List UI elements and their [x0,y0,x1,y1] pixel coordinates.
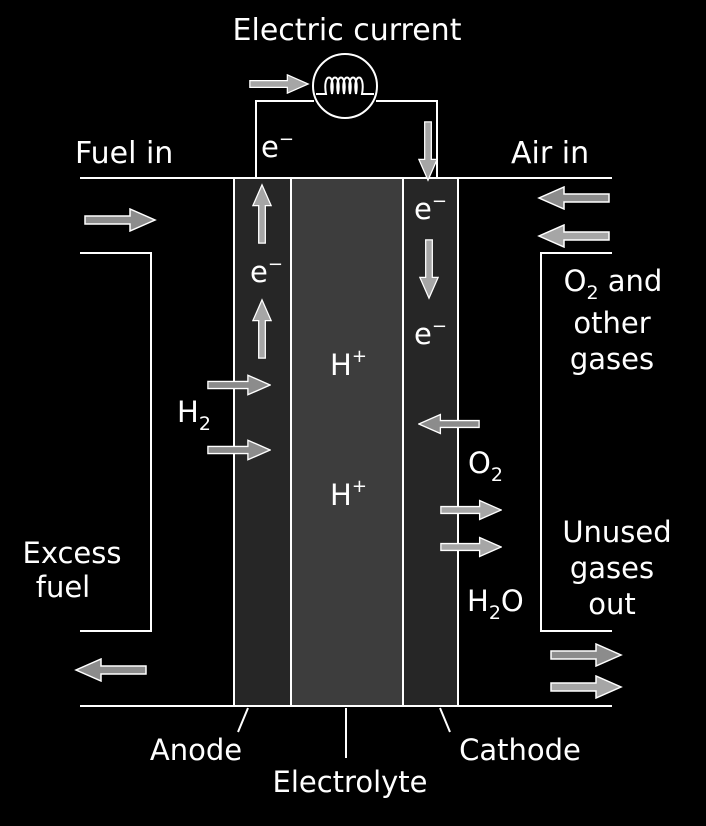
gases-out-arrow-2 [550,675,622,699]
air-in-arrow-1 [538,186,610,210]
h2o-label: H2O [467,584,524,624]
air-in-arrow-2 [538,224,610,248]
proton-label-1: H+ [330,346,367,382]
gases-out-arrow-1 [550,643,622,667]
cathode-leader [439,707,451,733]
excess-label: Excess [23,536,122,570]
circuit-wire-left [255,100,314,178]
fuel-in-arrow [84,208,156,232]
circuit-wire-right [376,100,438,178]
excess-fuel-arrow [75,658,147,682]
electron-label-cathode-2: e− [414,316,447,351]
electron-label-cathode-1: e− [414,191,447,226]
electron-label-anode: e− [250,254,283,289]
air-in-label: Air in [511,136,589,171]
o2-label: O2 [468,446,503,486]
unused-label: Unused [562,515,671,549]
anode-leader [237,707,249,733]
fuel-channel-wall [80,252,152,632]
proton-label-2: H+ [330,476,367,512]
lamp-icon [312,53,378,119]
h2-label: H2 [177,395,211,435]
electrolyte-layer [290,177,404,707]
fuel-in-label: Fuel in [75,136,173,171]
electron-label-top: e− [261,129,294,164]
other-label: other [573,306,650,340]
anode-label: Anode [150,733,242,767]
out-label: out [588,587,636,621]
fuel-label: fuel [36,570,91,604]
electric-current-label: Electric current [233,13,462,48]
cathode-label: Cathode [459,733,581,767]
o2-and-label: O2 and [564,264,663,304]
air-channel-wall [540,252,612,632]
anode-layer [233,177,292,707]
gases-label: gases [570,342,654,376]
current-arrow-down [418,121,438,181]
unused-gases-label: gases [570,551,654,585]
current-arrow-right [249,74,309,94]
electrolyte-label: Electrolyte [273,765,428,799]
